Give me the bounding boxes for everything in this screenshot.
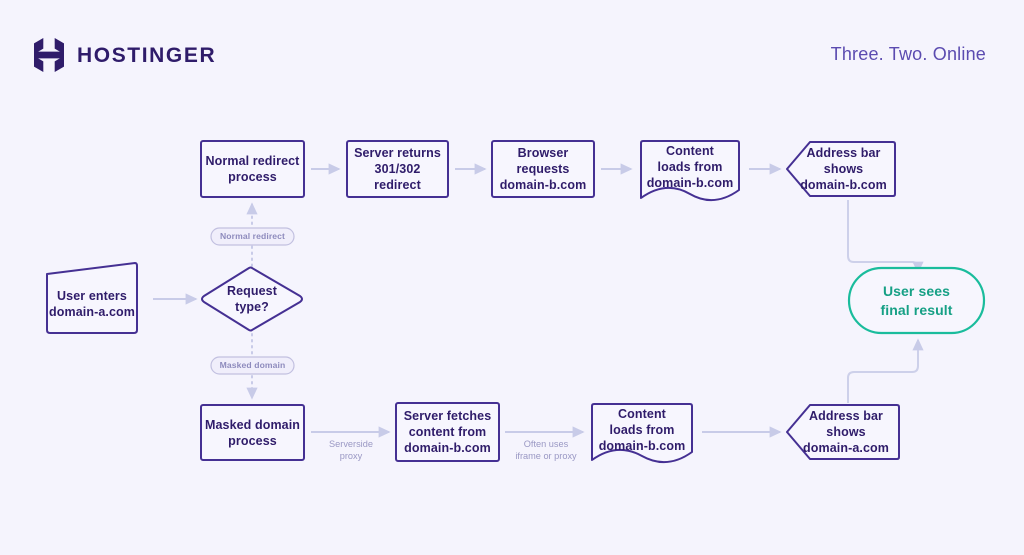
node-address-bottom-shape bbox=[786, 404, 900, 460]
node-content-bottom-shape bbox=[591, 403, 693, 463]
hostinger-h-logo-icon bbox=[34, 38, 64, 72]
node-server-returns-shape bbox=[346, 140, 449, 198]
connector-address-top-to-result bbox=[847, 200, 924, 274]
pill-masked-domain-shape bbox=[210, 356, 295, 375]
node-content-top-shape bbox=[640, 140, 740, 201]
tagline: Three. Two. Online bbox=[830, 44, 986, 64]
brand-name: HOSTINGER bbox=[77, 43, 217, 67]
node-normal-process-shape bbox=[200, 140, 305, 198]
pill-normal-redirect-shape bbox=[210, 227, 295, 246]
node-masked-process-shape bbox=[200, 404, 305, 461]
connector-address-bottom-to-result bbox=[847, 338, 924, 403]
node-decision-shape bbox=[201, 266, 303, 332]
node-address-top-shape bbox=[786, 141, 896, 197]
node-start-shape bbox=[46, 262, 138, 334]
node-browser-requests-shape bbox=[491, 140, 595, 198]
node-result-shape bbox=[847, 266, 986, 335]
node-server-fetches-shape bbox=[395, 402, 500, 462]
brand-lockup: HOSTINGER bbox=[34, 38, 216, 72]
